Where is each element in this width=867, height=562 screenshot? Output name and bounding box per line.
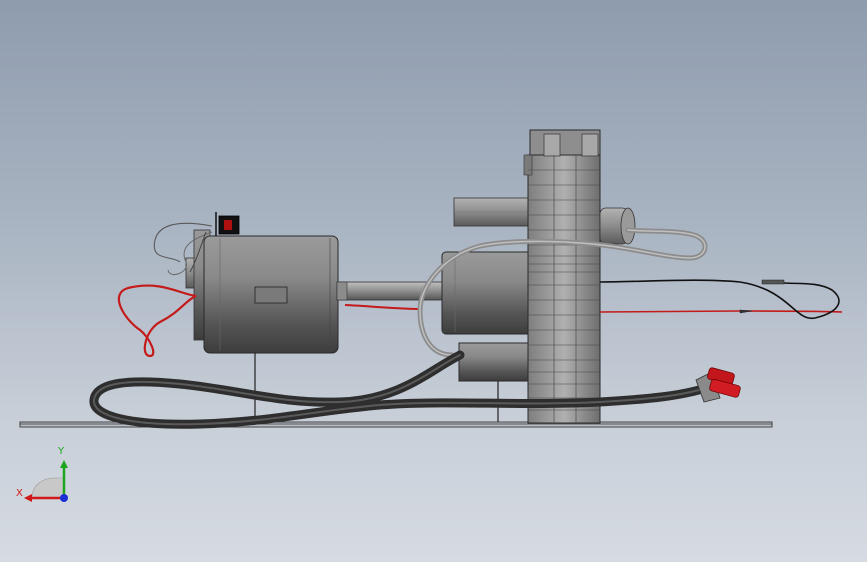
motor-housing[interactable] (203, 235, 339, 354)
outlet-pipe[interactable] (599, 207, 636, 245)
x-arrow-head (24, 494, 32, 502)
red-connector[interactable] (695, 367, 741, 403)
outlet-arm[interactable] (453, 197, 535, 227)
y-arrow-head (60, 460, 68, 468)
triad-plane (31, 477, 65, 499)
red-wire[interactable] (117, 284, 843, 358)
pump-hub[interactable] (441, 251, 533, 335)
motor-shaft[interactable] (336, 281, 446, 301)
gray-cable-highlight (419, 229, 706, 356)
motor-label-plate (254, 286, 288, 304)
x-axis-label: X (16, 488, 23, 499)
y-axis-label: Y (57, 446, 65, 457)
switch-wires (153, 222, 213, 275)
black-wire[interactable] (599, 279, 840, 320)
power-cable-highlight (92, 354, 707, 426)
switch[interactable] (215, 212, 240, 236)
flange-stack[interactable] (523, 129, 601, 424)
axis-triad: Y X (16, 446, 68, 502)
z-axis-dot (60, 494, 68, 502)
control-box[interactable] (458, 342, 536, 382)
